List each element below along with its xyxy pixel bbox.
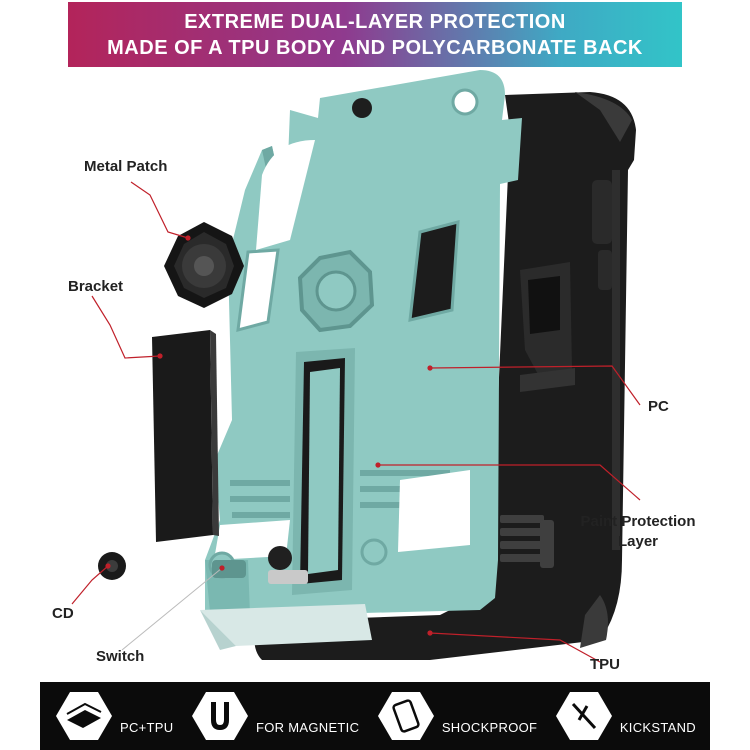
callout-switch: Switch [96,648,145,665]
callout-bracket: Bracket [68,278,124,295]
callout-metal-patch: Metal Patch [84,158,168,175]
tpu-body [254,92,637,660]
feature-magnetic: FOR MAGNETIC [190,689,359,743]
feature-pc-tpu: PC+TPU [54,689,173,743]
callout-lines [71,181,641,663]
bracket-plate [152,330,219,542]
feature-kickstand: KICKSTAND [554,689,696,743]
callout-paint-protection-line-1: Paint Protection [580,513,696,530]
header-banner: EXTREME DUAL-LAYER PROTECTION MADE OF A … [68,2,682,67]
feature-label: PC+TPU [120,719,174,735]
callout-cd: CD [52,605,74,622]
banner-line-1: EXTREME DUAL-LAYER PROTECTION [184,10,566,33]
metal-patch [164,222,244,308]
magnet-icon [190,689,250,743]
feature-bar: PC+TPU FOR MAGNETIC SHOCKPROOF KICK [40,682,710,750]
callout-paint-protection: Paint Protection Layer [576,513,700,550]
callout-paint-protection-line-2: Layer [617,533,659,550]
phone-shock-icon [376,689,436,743]
kickstand-icon [554,689,614,743]
feature-shockproof: SHOCKPROOF [376,689,537,743]
pc-back-plate [200,70,522,650]
feature-label: KICKSTAND [619,719,696,735]
callout-pc: PC [648,398,669,415]
callout-tpu: TPU [590,656,620,673]
feature-label: FOR MAGNETIC [256,719,360,735]
layers-icon [54,689,114,743]
banner-line-2: MADE OF A TPU BODY AND POLYCARBONATE BAC… [107,36,643,59]
cd-disc [98,552,126,580]
feature-label: SHOCKPROOF [441,719,538,735]
